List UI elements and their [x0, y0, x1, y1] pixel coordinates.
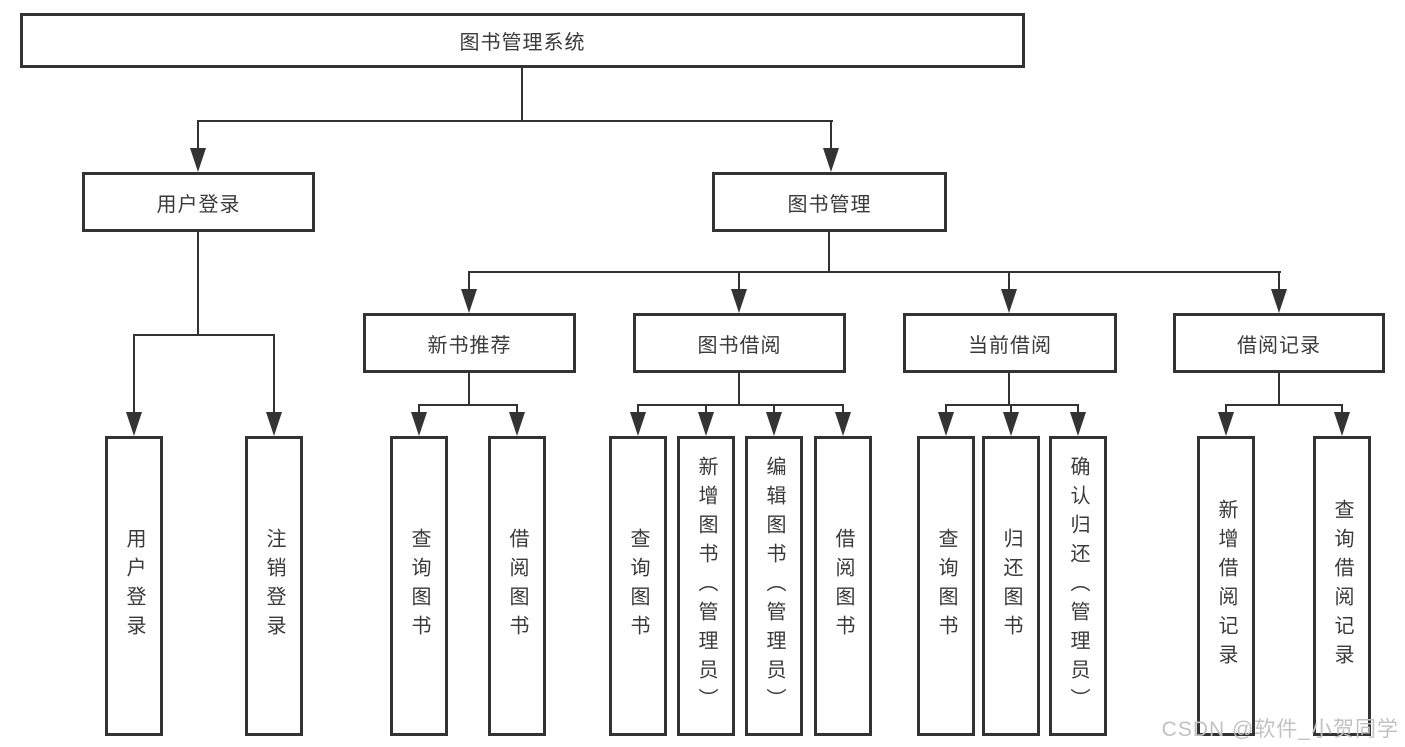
node-label: 查询图书: [408, 528, 430, 644]
arrow-down-icon: [766, 412, 782, 436]
arrow-down-icon: [1271, 289, 1287, 313]
node-leaf-borrow-books-recommend: 借阅图书: [488, 436, 546, 736]
connector-line: [830, 120, 832, 150]
node-new-book-recommendation: 新书推荐: [363, 313, 576, 373]
connector-line: [637, 404, 844, 406]
node-label: 借阅图书: [832, 528, 854, 644]
node-leaf-return-books: 归还图书: [982, 436, 1040, 736]
connector-line: [1077, 404, 1079, 414]
arrow-down-icon: [190, 148, 206, 172]
node-book-borrowing: 图书借阅: [633, 313, 846, 373]
node-leaf-query-books-recommend: 查询图书: [390, 436, 448, 736]
connector-line: [945, 404, 1079, 406]
arrow-down-icon: [1070, 412, 1086, 436]
connector-line: [418, 404, 420, 414]
connector-line: [637, 404, 639, 414]
connector-line: [468, 271, 470, 291]
connector-line: [1225, 404, 1227, 414]
connector-line: [197, 232, 199, 336]
csdn-watermark: CSDN @软件_小贺同学: [1161, 718, 1399, 741]
connector-line: [1008, 373, 1010, 406]
connector-line: [197, 120, 833, 122]
node-library-system: 图书管理系统: [20, 13, 1025, 68]
arrow-down-icon: [731, 289, 747, 313]
node-leaf-add-books-admin: 新增图书（管理员）: [677, 436, 735, 736]
arrow-down-icon: [938, 412, 954, 436]
connector-line: [133, 334, 135, 414]
arrow-down-icon: [823, 148, 839, 172]
connector-line: [468, 373, 470, 406]
node-label: 编辑图书（管理员）: [763, 455, 785, 717]
node-label: 用户登录: [123, 528, 145, 644]
arrow-down-icon: [630, 412, 646, 436]
node-label: 查询借阅记录: [1331, 499, 1353, 673]
node-label: 查询图书: [627, 528, 649, 644]
connector-line: [418, 404, 518, 406]
arrow-down-icon: [126, 412, 142, 436]
connector-line: [468, 271, 1281, 273]
node-label: 图书管理: [787, 193, 872, 216]
arrow-down-icon: [1334, 412, 1350, 436]
connector-line: [516, 404, 518, 414]
connector-line: [738, 271, 740, 291]
arrow-down-icon: [266, 412, 282, 436]
node-label: 用户登录: [156, 193, 241, 216]
arrow-down-icon: [835, 412, 851, 436]
arrow-down-icon: [1218, 412, 1234, 436]
node-label: 新增借阅记录: [1215, 499, 1237, 673]
connector-line: [1278, 271, 1280, 291]
node-leaf-query-borrow-record: 查询借阅记录: [1313, 436, 1371, 736]
node-current-borrowing: 当前借阅: [903, 313, 1117, 373]
arrow-down-icon: [1001, 289, 1017, 313]
node-label: 借阅图书: [506, 528, 528, 644]
node-label: 注销登录: [263, 528, 285, 644]
node-user-login: 用户登录: [82, 172, 315, 232]
connector-line: [521, 68, 523, 122]
connector-line: [945, 404, 947, 414]
arrow-down-icon: [509, 412, 525, 436]
connector-line: [1008, 271, 1010, 291]
node-book-management: 图书管理: [712, 172, 947, 232]
connector-line: [773, 404, 775, 414]
node-leaf-query-books-current: 查询图书: [917, 436, 975, 736]
node-leaf-confirm-return-admin: 确认归还（管理员）: [1049, 436, 1107, 736]
node-leaf-user-login: 用户登录: [105, 436, 163, 736]
node-label: 借阅记录: [1237, 334, 1321, 357]
connector-line: [273, 334, 275, 414]
connector-line: [1341, 404, 1343, 414]
connector-line: [1225, 404, 1343, 406]
node-label: 确认归还（管理员）: [1067, 455, 1089, 717]
node-leaf-borrow-books: 借阅图书: [814, 436, 872, 736]
arrow-down-icon: [461, 289, 477, 313]
node-leaf-query-books-borrowing: 查询图书: [609, 436, 667, 736]
node-label: 查询图书: [935, 528, 957, 644]
connector-line: [1010, 404, 1012, 414]
arrow-down-icon: [1003, 412, 1019, 436]
arrow-down-icon: [411, 412, 427, 436]
connector-line: [738, 373, 740, 406]
node-borrowing-records: 借阅记录: [1173, 313, 1385, 373]
node-label: 图书管理系统: [459, 32, 586, 54]
node-leaf-add-borrow-record: 新增借阅记录: [1197, 436, 1255, 736]
connector-line: [842, 404, 844, 414]
connector-line: [828, 232, 830, 273]
node-leaf-logout: 注销登录: [245, 436, 303, 736]
arrow-down-icon: [698, 412, 714, 436]
connector-line: [197, 120, 199, 150]
node-label: 图书借阅: [697, 334, 782, 357]
node-label: 当前借阅: [968, 334, 1052, 357]
node-label: 新增图书（管理员）: [695, 455, 717, 717]
connector-line: [705, 404, 707, 414]
node-label: 归还图书: [1000, 528, 1022, 644]
connector-line: [133, 334, 275, 336]
node-label: 新书推荐: [427, 334, 512, 357]
node-leaf-edit-books-admin: 编辑图书（管理员）: [745, 436, 803, 736]
connector-line: [1278, 373, 1280, 406]
